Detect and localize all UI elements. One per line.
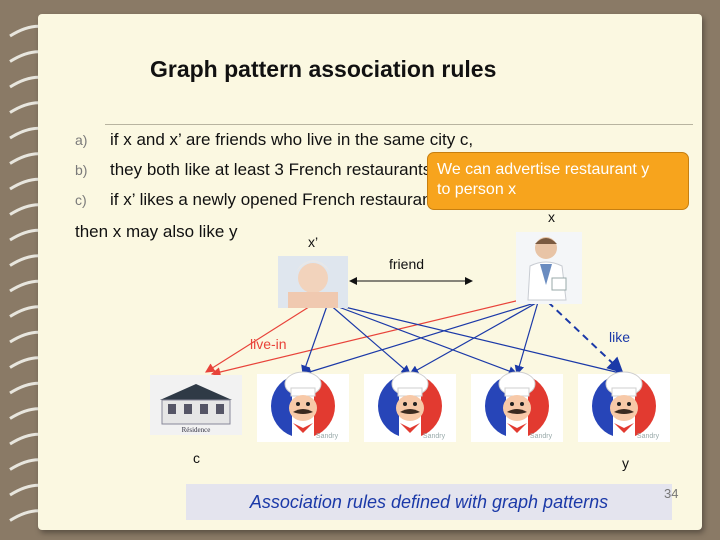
restaurant-chef-icon: Sandry [471,371,563,442]
friend-edge-label: friend [389,256,425,272]
like-edge [301,301,539,377]
rule-c-label: c) [75,192,87,208]
rule-c-text: if x’ likes a newly opened French restau… [110,190,486,209]
svg-text:Sandry: Sandry [423,433,446,440]
rule-c: c) if x’ likes a newly opened French rest… [75,190,485,210]
restaurant-chef-icon: Sandry [578,371,670,442]
person-x-photo [516,232,582,304]
person-x-prime-photo [278,256,348,308]
rule-a-text: if x and x’ are friends who live in the … [110,130,474,149]
like-edge [327,302,519,376]
restaurant-chef-icon: Sandry [257,371,349,442]
slide-paper [38,14,702,530]
node-x-label: x [548,209,555,225]
slide-number: 34 [664,486,679,501]
rule-a: a) if x and x’ are friends who live in th… [75,130,473,150]
like-edge [514,301,539,376]
svg-text:Sandry: Sandry [637,433,660,440]
slide-title: Graph pattern association rules [150,56,497,82]
advertise-callout: We can advertise restaurant y to person … [427,152,689,210]
rule-a-label: a) [75,132,88,148]
like-edge-dashed [547,301,624,374]
rule-b-label: b) [75,162,88,178]
like-edge [301,302,329,376]
restaurant-chef-icon: Sandry [364,371,456,442]
node-y-label: y [622,455,629,471]
live-in-edge-x [210,299,521,377]
rule-b: b) they both like at least 3 French resta… [75,160,500,180]
rule-b-text: they both like at least 3 French restaur… [110,160,501,179]
like-edge [327,302,626,377]
city-building-photo: Résidence [150,375,242,435]
svg-text:Résidence: Résidence [182,426,211,434]
caption: Association rules defined with graph pat… [186,484,672,520]
node-c-label: c [193,450,200,466]
svg-text:Sandry: Sandry [530,433,553,440]
callout-line-2: to person x [437,181,517,198]
like-edge-label: like [609,329,631,345]
like-edge [408,301,539,375]
callout-line-1: We can advertise restaurant y [437,161,650,178]
live-in-edge-x-prime [204,304,313,373]
svg-text:Sandry: Sandry [316,433,339,440]
title-divider [105,124,693,125]
node-x-prime-label: x’ [308,234,319,250]
rule-conclusion: then x may also like y [75,222,238,241]
like-edge [327,302,411,375]
live-in-edge-label: live-in [250,336,287,352]
